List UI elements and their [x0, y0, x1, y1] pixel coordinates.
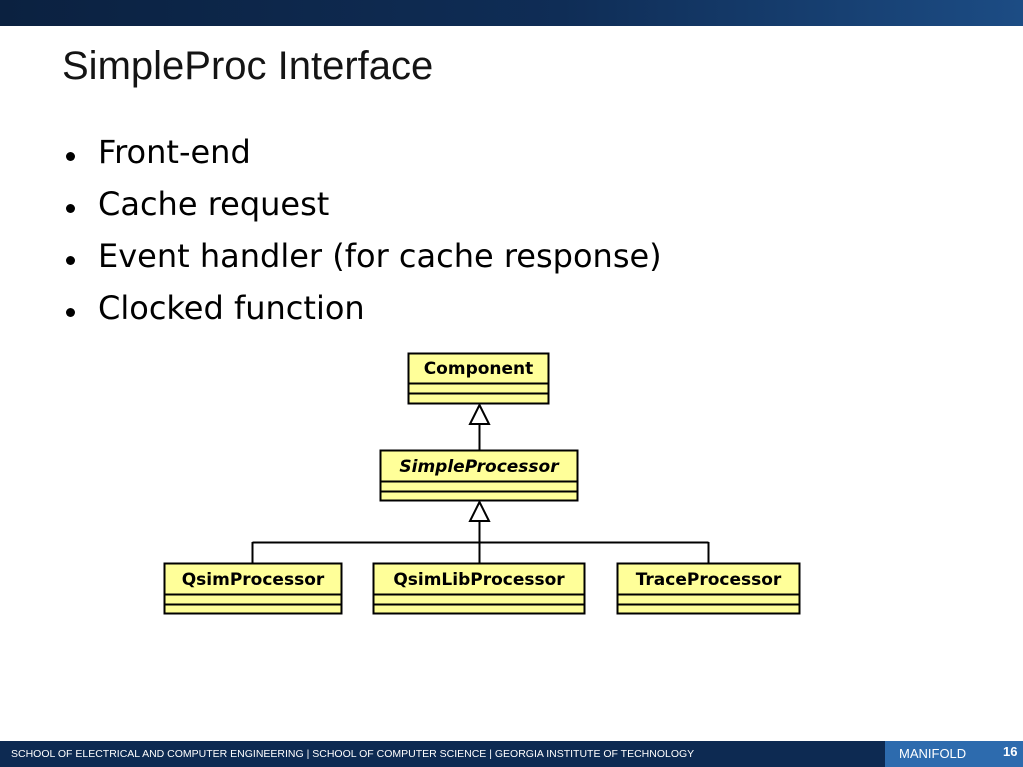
class-name-qsimprocessor: QsimProcessor [182, 570, 325, 590]
class-name-component: Component [424, 359, 534, 379]
triangle-arrowhead-icon [468, 402, 491, 425]
class-box-qsimlibprocessor: QsimLibProcessor [372, 562, 586, 615]
bullet-text: Event handler (for cache response) [98, 237, 662, 275]
bullet-dot-icon [66, 152, 75, 161]
class-box-traceprocessor: TraceProcessor [616, 562, 801, 615]
class-name-qsimlibprocessor: QsimLibProcessor [393, 570, 565, 590]
footer-tag: MANIFOLD 16 [885, 741, 1023, 767]
class-name-simpleprocessor: SimpleProcessor [399, 457, 560, 477]
bullet-dot-icon [66, 308, 75, 317]
header-bar [0, 0, 1023, 26]
slide-title: SimpleProc Interface [62, 44, 434, 88]
class-box-simpleprocessor: SimpleProcessor [379, 449, 579, 502]
bullet-text: Clocked function [98, 289, 365, 327]
bullet-dot-icon [66, 204, 75, 213]
triangle-arrowhead-icon [468, 499, 491, 522]
footer-institution-text: SCHOOL OF ELECTRICAL AND COMPUTER ENGINE… [11, 748, 695, 760]
page-number: 16 [1003, 744, 1018, 759]
footer-project-label: MANIFOLD [899, 746, 967, 761]
inheritance-tree-subclasses [251, 499, 710, 563]
bullet-text: Front-end [98, 133, 251, 171]
inheritance-arrow-simpleprocessor [468, 402, 491, 450]
class-box-qsimprocessor: QsimProcessor [163, 562, 343, 615]
bullet-dot-icon [66, 256, 75, 265]
bullet-text: Cache request [98, 185, 330, 223]
footer-bar: SCHOOL OF ELECTRICAL AND COMPUTER ENGINE… [0, 741, 1023, 767]
class-name-traceprocessor: TraceProcessor [636, 570, 782, 590]
class-box-component: Component [407, 352, 550, 405]
